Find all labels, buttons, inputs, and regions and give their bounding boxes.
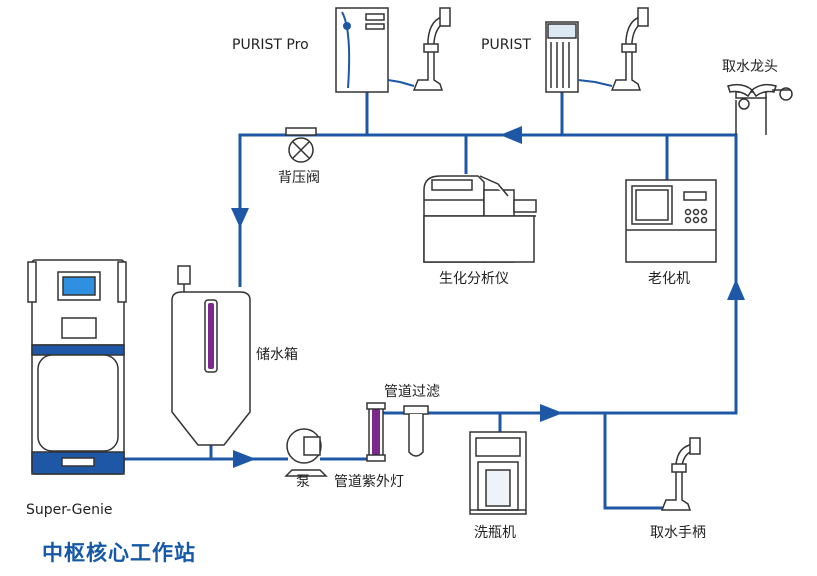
water-handle-icon bbox=[660, 437, 701, 511]
label-pump: 泵 bbox=[296, 474, 310, 490]
purist-pro-unit bbox=[335, 7, 451, 93]
arrow-right-bottom bbox=[233, 450, 256, 468]
label-water-handle: 取水手柄 bbox=[650, 525, 706, 541]
bottle-washer-unit bbox=[469, 431, 527, 515]
label-bottle-washer: 洗瓶机 bbox=[474, 525, 516, 541]
biochem-analyzer-unit bbox=[423, 175, 537, 263]
arrow-right-filter bbox=[540, 404, 563, 422]
purist-unit bbox=[545, 7, 649, 93]
diagram-title: 中枢核心工作站 bbox=[42, 541, 196, 565]
label-biochem-analyzer: 生化分析仪 bbox=[439, 271, 509, 287]
pump-icon bbox=[284, 428, 328, 477]
super-genie-unit bbox=[27, 259, 127, 475]
back-pressure-valve-icon bbox=[285, 127, 317, 163]
label-back-pressure-valve: 背压阀 bbox=[278, 170, 320, 186]
label-pipe-filter: 管道过滤 bbox=[384, 384, 440, 400]
pipe-branch-handle bbox=[603, 413, 680, 510]
arrow-up-right bbox=[727, 279, 745, 300]
uv-lamp-icon bbox=[366, 402, 386, 462]
pipe-pump-out bbox=[320, 413, 376, 461]
faucet-connection bbox=[735, 96, 767, 135]
label-aging-machine: 老化机 bbox=[648, 271, 690, 287]
tap-faucet-icon bbox=[727, 83, 793, 110]
label-purist: PURIST bbox=[481, 37, 531, 53]
arrow-down-left bbox=[231, 208, 249, 228]
label-water-tank: 储水箱 bbox=[256, 347, 298, 363]
label-super-genie: Super-Genie bbox=[26, 502, 113, 518]
label-purist-pro: PURIST Pro bbox=[232, 37, 309, 53]
arrow-left-top bbox=[500, 126, 522, 144]
flow-arrows bbox=[231, 126, 745, 468]
label-pipe-uv-lamp: 管道紫外灯 bbox=[334, 474, 404, 490]
filter-icon bbox=[403, 405, 429, 457]
aging-machine-unit bbox=[625, 179, 717, 263]
label-tap-faucet: 取水龙头 bbox=[722, 59, 778, 75]
water-tank bbox=[171, 265, 251, 446]
